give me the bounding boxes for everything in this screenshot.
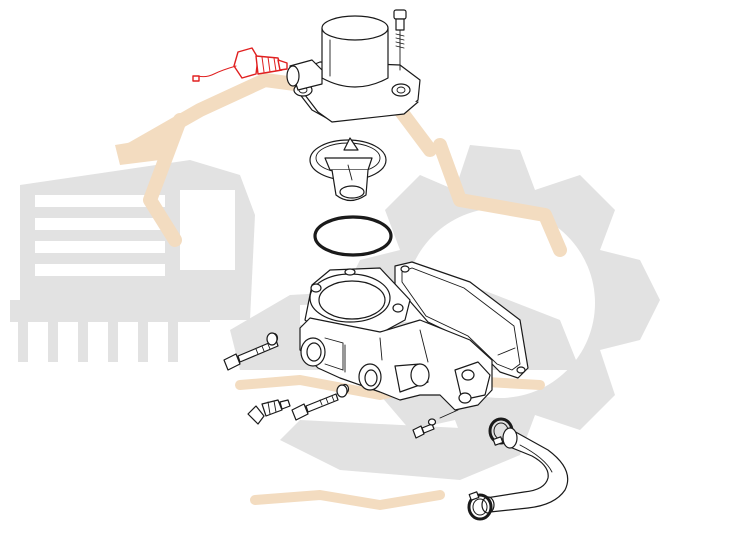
thermostat-housing[interactable] <box>299 267 493 411</box>
small-bolt[interactable] <box>412 409 459 439</box>
temperature-sensor[interactable] <box>192 47 288 82</box>
washer-left <box>266 332 278 346</box>
thermostat-cover[interactable] <box>286 15 421 123</box>
cover-bolt[interactable] <box>393 9 407 71</box>
watermark-truck-icon <box>10 160 255 362</box>
hose-clamp-lower[interactable] <box>467 491 493 521</box>
washer-bottom <box>336 384 348 398</box>
sensor-plug[interactable] <box>247 399 291 425</box>
housing-gasket[interactable] <box>394 261 529 379</box>
thermostat[interactable] <box>309 137 387 202</box>
o-ring[interactable] <box>313 215 393 257</box>
